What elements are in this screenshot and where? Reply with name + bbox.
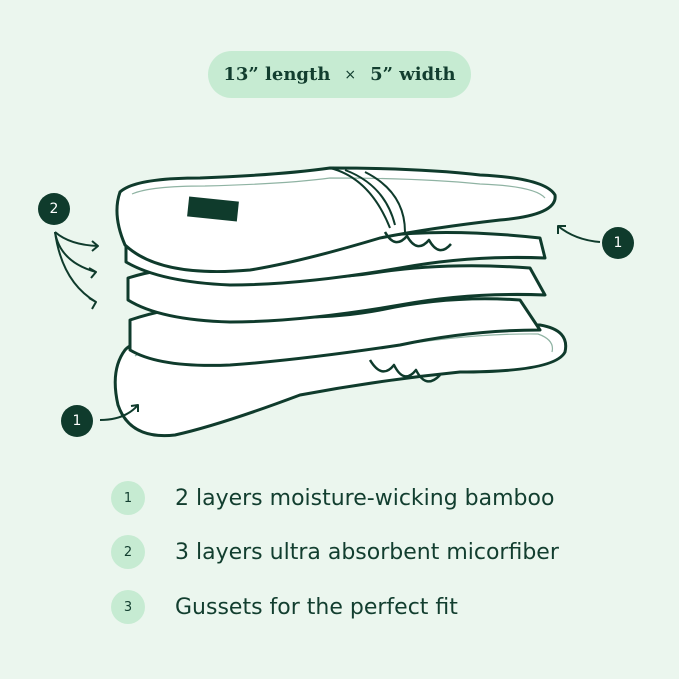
callout-arrows	[54, 225, 601, 421]
feature-item: 2 3 layers ultra absorbent micorfiber	[111, 535, 559, 569]
width-label: 5” width	[370, 64, 456, 85]
callout-2-marker: 2	[38, 193, 70, 225]
feature-text: 2 layers moisture-wicking bamboo	[175, 485, 555, 511]
brand-tag	[187, 196, 239, 222]
feature-text: 3 layers ultra absorbent micorfiber	[175, 539, 559, 565]
feature-number: 1	[111, 481, 145, 515]
feature-number: 2	[111, 535, 145, 569]
callout-1-marker-bottom: 1	[61, 405, 93, 437]
callout-1-marker-right: 1	[602, 227, 634, 259]
feature-number: 3	[111, 590, 145, 624]
length-label: 13” length	[223, 64, 331, 85]
feature-item: 3 Gussets for the perfect fit	[111, 590, 458, 624]
feature-text: Gussets for the perfect fit	[175, 594, 458, 620]
times-separator: ×	[344, 66, 357, 83]
dimensions-badge: 13” length × 5” width	[208, 51, 471, 98]
feature-item: 1 2 layers moisture-wicking bamboo	[111, 481, 554, 515]
top-bamboo-layer	[115, 166, 557, 274]
